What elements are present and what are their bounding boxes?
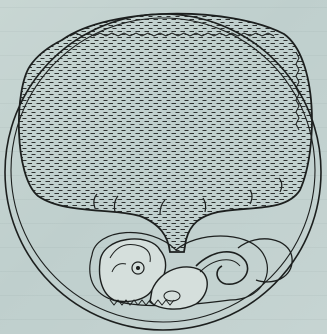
embryo-pupil [136, 266, 140, 270]
tail-inner-line [200, 260, 240, 272]
yolk-sac [19, 14, 312, 252]
